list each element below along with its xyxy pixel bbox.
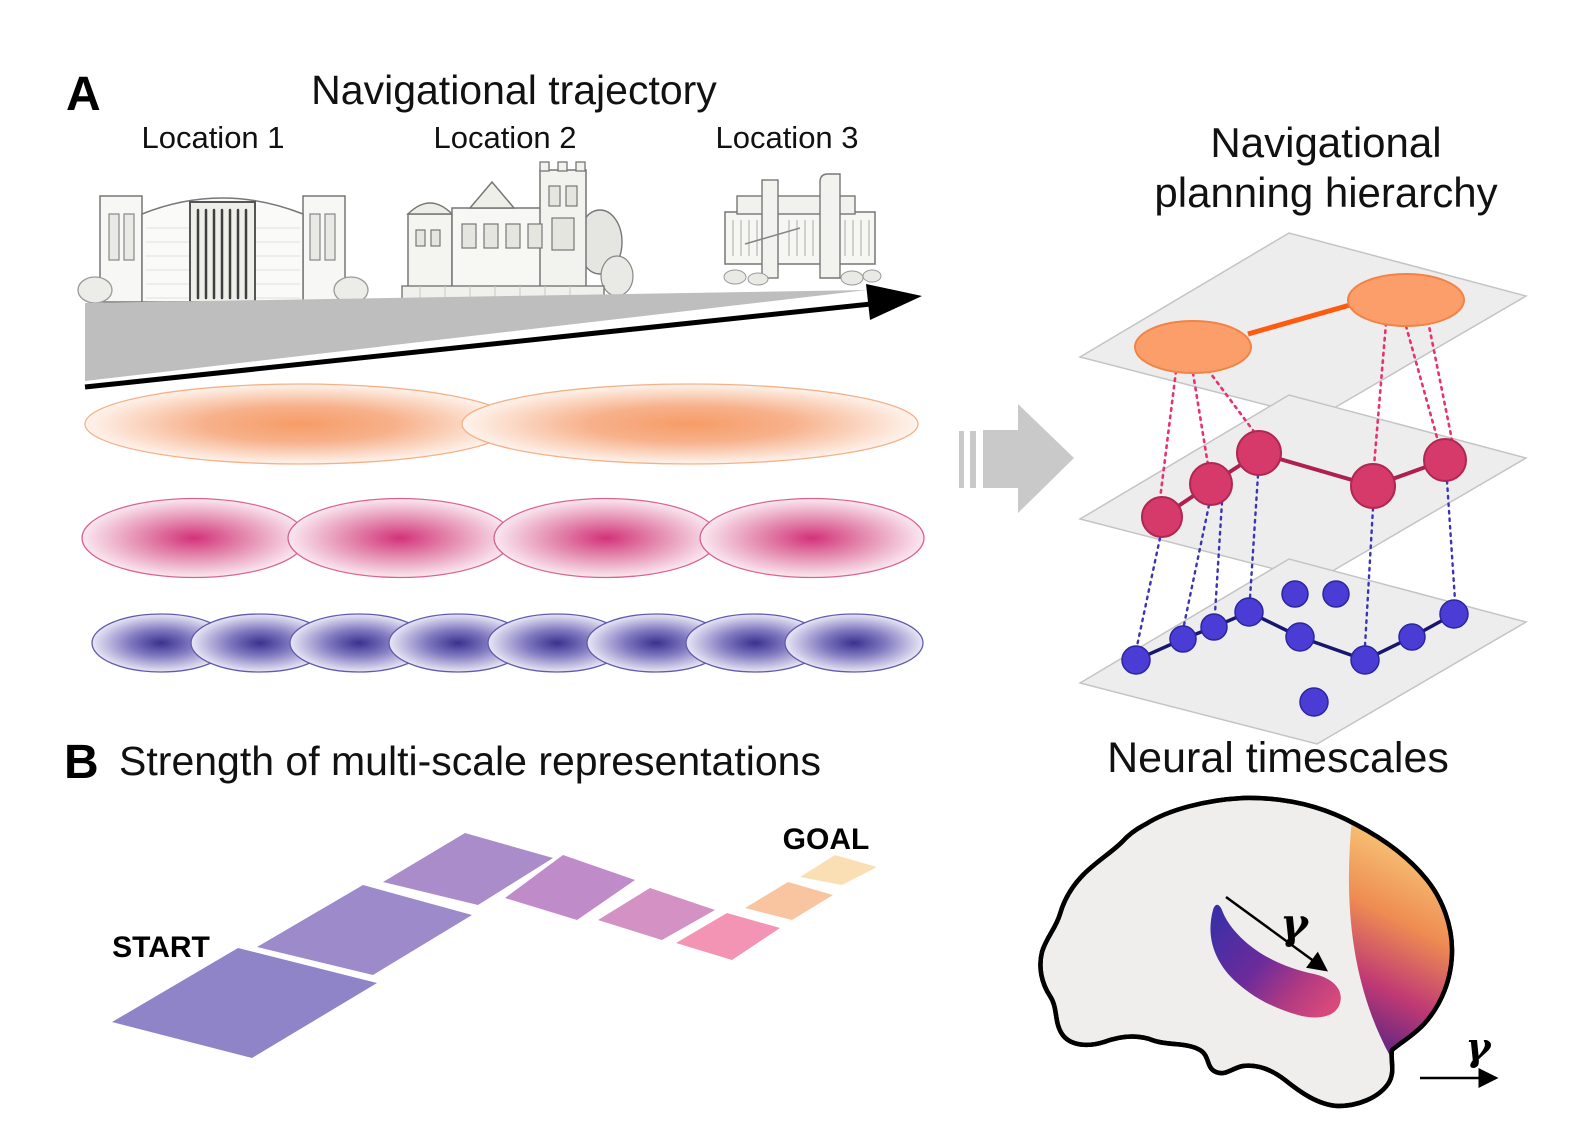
plane-top [1078, 232, 1528, 419]
trajectory-wedge [85, 290, 867, 381]
plane-bottom [1078, 558, 1528, 745]
hierarchy-level-intermediate [1141, 430, 1467, 538]
place-field-row-medium [81, 497, 925, 579]
mid-node [1423, 438, 1467, 482]
path-tile-2 [257, 885, 472, 975]
hippocampus-gamma-symbol: γ [1280, 899, 1310, 948]
path-tile-6 [676, 913, 780, 960]
fine-node-isolated [1299, 687, 1329, 717]
multiscale-tile-path [112, 833, 877, 1058]
coarse-node [1347, 273, 1465, 327]
fine-node-isolated [1322, 580, 1350, 608]
cortex-gamma-symbol: γ [1465, 1024, 1492, 1069]
location-1-label: Location 1 [141, 120, 284, 155]
building-sketch-location-1 [77, 195, 369, 318]
panel-b-title: Strength of multi-scale representations [119, 738, 821, 784]
path-tile-8 [800, 855, 877, 885]
fast-forward-arrow-icon [959, 404, 1074, 513]
hierarchy-level-coarse [1134, 273, 1465, 374]
brain-outline-stroke-overlay [1038, 795, 1455, 1109]
fine-node [1350, 645, 1380, 675]
neural-title: Neural timescales [1107, 734, 1449, 782]
goal-label: GOAL [783, 823, 870, 856]
path-tile-5 [598, 888, 715, 940]
path-tile-1 [112, 948, 377, 1058]
path-tile-4 [505, 855, 635, 920]
dotted-links-mid-to-fine [1135, 473, 1457, 648]
hierarchy-level-fine [1121, 580, 1469, 717]
building-sketch-location-3 [723, 173, 882, 286]
fine-node [1234, 597, 1264, 627]
fine-node [1169, 625, 1197, 653]
hierarchy-title-line2: planning hierarchy [1154, 169, 1497, 216]
trajectory-arrow [84, 284, 922, 390]
mid-node [1236, 430, 1282, 476]
place-field-row-small [91, 613, 924, 673]
coarse-node [1134, 320, 1252, 374]
fine-node-isolated [1281, 580, 1309, 608]
fine-node [1439, 599, 1469, 629]
mid-node [1189, 462, 1233, 506]
fine-node [1398, 623, 1426, 651]
dotted-links-coarse-to-mid [1158, 319, 1454, 501]
hippocampus-gamma-arrow [1225, 895, 1329, 972]
start-label: START [112, 931, 210, 964]
panel-a-title: Navigational trajectory [311, 67, 717, 113]
fine-node [1200, 613, 1228, 641]
hierarchy-title-line1: Navigational [1210, 119, 1441, 166]
fine-node [1121, 645, 1151, 675]
panel-a-label: A [66, 68, 101, 121]
brain-illustration: γ γ [1038, 795, 1499, 1109]
plane-middle [1078, 394, 1528, 581]
place-field-row-large [84, 383, 919, 465]
location-2-label: Location 2 [433, 120, 576, 155]
mid-node [1350, 463, 1396, 509]
building-sketch-location-2 [401, 161, 634, 307]
hippocampus-shape [1210, 904, 1341, 1018]
mid-node [1141, 496, 1183, 538]
fine-node [1285, 622, 1315, 652]
path-tile-7 [745, 882, 833, 920]
path-tile-3 [383, 833, 553, 905]
panel-b-label: B [64, 736, 99, 789]
location-3-label: Location 3 [715, 120, 858, 155]
